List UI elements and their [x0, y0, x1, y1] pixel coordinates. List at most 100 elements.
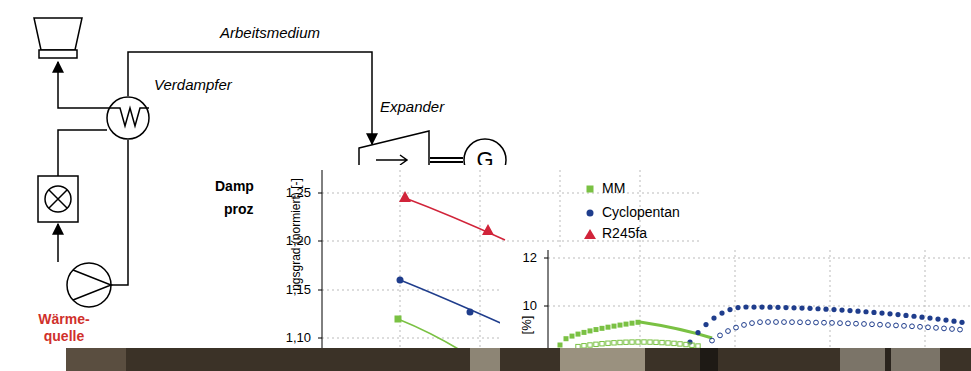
heat-line — [58, 130, 107, 176]
legend-marker-cyclopentan — [587, 210, 594, 217]
data-point — [734, 325, 739, 330]
data-point — [727, 307, 732, 312]
data-point — [942, 326, 947, 331]
data-point — [618, 340, 622, 344]
evaporator: Verdampfer — [106, 96, 150, 140]
legend-entry: MM — [602, 180, 625, 197]
data-point — [863, 309, 868, 314]
data-point — [606, 341, 610, 345]
data-points — [558, 304, 965, 348]
data-point — [807, 306, 812, 311]
data-point — [791, 305, 796, 310]
data-point — [822, 320, 827, 325]
mm-curve — [398, 319, 460, 350]
cyclopentan-point — [397, 277, 404, 284]
cooling-tower-base — [39, 50, 77, 58]
data-point — [600, 326, 605, 331]
data-point — [926, 325, 931, 330]
data-point — [719, 311, 724, 316]
data-point — [612, 324, 617, 329]
tick-label: 1,25 — [286, 185, 311, 201]
shaft-gap — [430, 159, 463, 161]
data-point — [847, 308, 852, 313]
data-point — [678, 342, 682, 346]
data-point — [594, 327, 599, 332]
data-point — [582, 344, 586, 348]
data-point — [766, 320, 771, 325]
data-point — [742, 323, 747, 328]
exhaust-line — [58, 62, 107, 108]
data-point — [710, 338, 715, 343]
photo-patch — [66, 348, 126, 371]
shaft-connector — [430, 157, 463, 163]
data-point — [695, 330, 700, 335]
grid-vertical — [640, 250, 925, 350]
photo-frame — [885, 348, 891, 371]
data-point — [902, 323, 907, 328]
data-point — [903, 313, 908, 318]
pump-symbol — [73, 270, 111, 300]
data-point — [630, 321, 635, 326]
data-point — [711, 316, 716, 321]
data-point — [839, 307, 844, 312]
mm-point — [395, 316, 402, 323]
cyclopentan-point — [467, 309, 474, 316]
legend-entry: Cyclopentan — [602, 204, 680, 221]
data-point — [775, 305, 780, 310]
legend-marker-r245fa — [584, 229, 596, 239]
data-point — [735, 305, 740, 310]
expander-arrow — [376, 155, 407, 165]
data-point — [798, 320, 803, 325]
data-point — [887, 311, 892, 316]
y-ticks — [318, 193, 322, 338]
tick-label: 1,10 — [286, 330, 311, 346]
data-point — [886, 323, 891, 328]
data-point — [758, 320, 763, 325]
data-point — [564, 336, 569, 341]
data-point — [871, 310, 876, 315]
data-point — [690, 343, 694, 347]
heat-source-label: Wärme- quelle — [32, 311, 96, 345]
cooling-tower — [34, 18, 82, 50]
data-point — [630, 340, 634, 344]
data-point — [606, 325, 611, 330]
legend-entry: R245fa — [602, 225, 647, 242]
data-point — [815, 306, 820, 311]
data-point — [959, 320, 964, 325]
grid-horizontal — [548, 258, 971, 306]
data-point — [654, 340, 658, 344]
heat-exchanger-coil — [107, 108, 149, 126]
cyclopentan-curve — [400, 280, 505, 325]
data-point — [918, 324, 923, 329]
node-label: Verdampfer — [154, 76, 232, 94]
tick-label: 1,15 — [286, 282, 311, 298]
data-point — [636, 320, 641, 325]
edge-label: Arbeitsmedium — [218, 24, 322, 42]
data-point — [612, 341, 616, 345]
data-point — [718, 333, 723, 338]
data-point — [600, 342, 604, 346]
data-point — [951, 319, 956, 324]
data-point — [958, 327, 963, 332]
data-point — [660, 340, 664, 344]
data-point — [684, 342, 688, 346]
data-point — [750, 321, 755, 326]
data-point — [672, 341, 676, 345]
data-point — [759, 304, 764, 309]
data-point — [624, 322, 629, 327]
data-point — [783, 305, 788, 310]
process-label: proz — [224, 201, 254, 218]
data-point — [870, 322, 875, 327]
data-point — [927, 316, 932, 321]
data-point — [588, 343, 592, 347]
data-point — [910, 324, 915, 329]
data-point — [703, 322, 708, 327]
data-point — [558, 343, 563, 348]
burner-symbol — [45, 186, 71, 212]
feed-line — [111, 140, 128, 285]
data-point — [830, 320, 835, 325]
data-point — [934, 325, 939, 330]
photo-window — [470, 348, 500, 371]
